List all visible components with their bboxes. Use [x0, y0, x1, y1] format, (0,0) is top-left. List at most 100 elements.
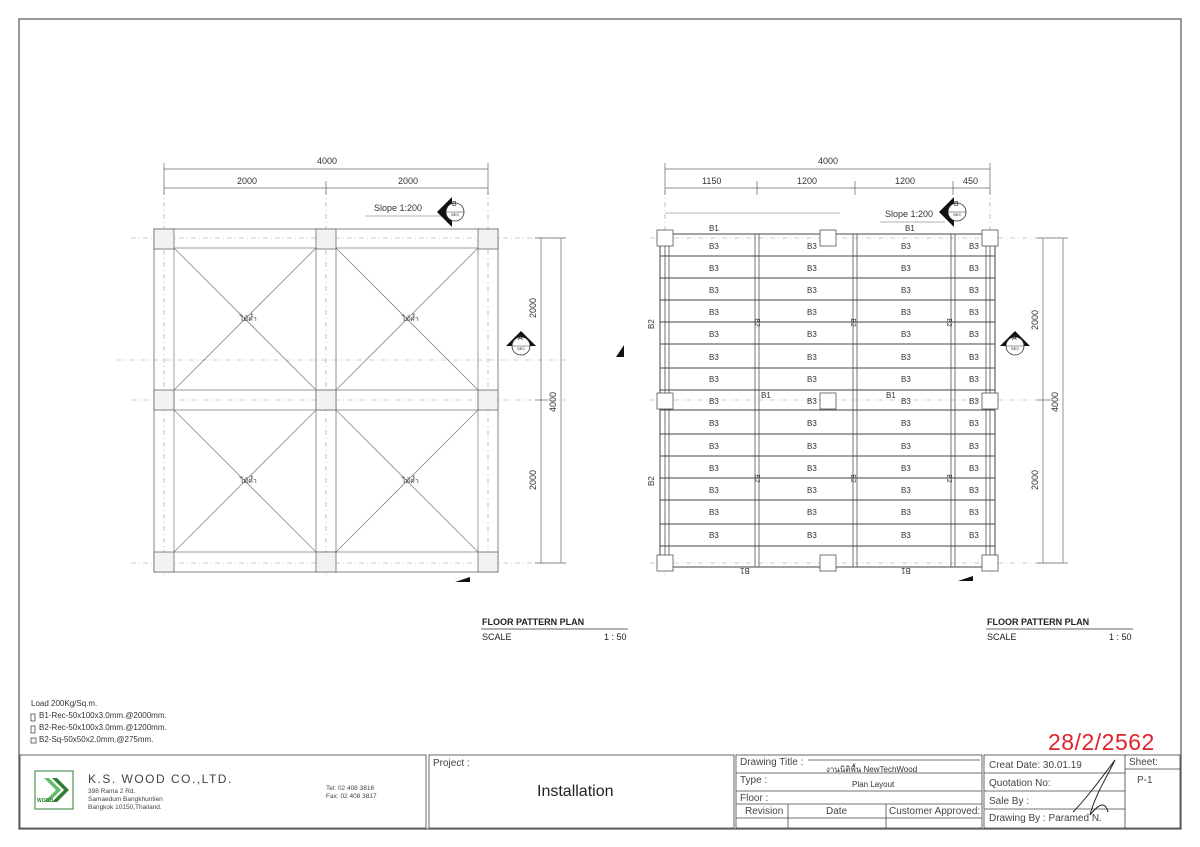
- left-slope-label: Slope 1:200: [374, 203, 423, 213]
- beam-label-b3: B3: [969, 242, 979, 251]
- left-marker-label: ไม้ค้ำ: [402, 316, 419, 323]
- note-item-1: B1-Rec-50x100x3.0mm.@2000mm.: [39, 711, 167, 720]
- left-dim-sub-2: 2000: [398, 176, 419, 186]
- right-section-a-letter: A: [1012, 335, 1017, 342]
- load-note: Load 200Kg/Sq.m.: [31, 699, 98, 708]
- left-plan: [117, 163, 566, 582]
- logo-word: WOOD: [37, 798, 54, 804]
- project-value: Installation: [537, 783, 614, 800]
- beam-label-b1: B1: [901, 566, 911, 575]
- beam-label-b3: B3: [709, 242, 719, 251]
- floor-label: Floor :: [740, 793, 769, 804]
- beam-label-b3: B3: [969, 308, 979, 317]
- beam-label-b3: B3: [901, 486, 911, 495]
- left-section-a: [506, 331, 536, 356]
- beam-label-b3: B3: [709, 330, 719, 339]
- right-dim-sub-1: 1150: [702, 176, 722, 186]
- beam-label-b3: B3: [807, 419, 817, 428]
- right-section-a-sub: SEC: [1011, 346, 1020, 351]
- right-section-b: [939, 197, 967, 227]
- note-item-2: B2-Rec-50x100x3.0mm.@1200mm.: [39, 723, 167, 732]
- right-dim-sub-3: 1200: [895, 176, 916, 186]
- drawing-by: Drawing By : Paramed N.: [989, 813, 1102, 824]
- left-bracing: [173, 247, 479, 553]
- beam-label-b3: B3: [901, 531, 911, 540]
- beam-label-b3: B3: [969, 397, 979, 406]
- beam-label-b3: B3: [969, 353, 979, 362]
- beam-label-b3: B3: [901, 397, 911, 406]
- create-date: Creat Date: 30.01.19: [989, 760, 1082, 771]
- left-caption-scale-label: SCALE: [482, 632, 512, 642]
- beam-label-b3: B3: [901, 419, 911, 428]
- left-marker-label: ไม้ค้ำ: [402, 478, 419, 485]
- beam-label-b3: B3: [807, 397, 817, 406]
- beam-label-b2: B2: [752, 474, 760, 483]
- beam-label-b3: B3: [709, 531, 719, 540]
- left-section-a-letter: A: [518, 335, 523, 342]
- beam-label-b2: B2: [848, 318, 856, 327]
- right-plan: [616, 163, 1068, 581]
- right-joists: [660, 255, 995, 547]
- left-caption-scale-value: 1 : 50: [604, 632, 627, 642]
- beam-label-b2: B2: [647, 319, 656, 329]
- beam-label-b3: B3: [709, 375, 719, 384]
- beam-label-b3: B3: [901, 464, 911, 473]
- note-item-3: B2-Sq-50x50x2.0mm.@275mm.: [39, 735, 154, 744]
- beam-label-b3: B3: [901, 308, 911, 317]
- beam-label-b3: B3: [969, 264, 979, 273]
- left-section-b: [437, 197, 465, 227]
- title-block: [19, 754, 1181, 829]
- company-address-3: Bangkok 10150,Thailand.: [88, 804, 162, 811]
- beam-label-b2: B2: [848, 474, 856, 483]
- beam-label-b2: B2: [647, 476, 656, 486]
- right-slope-label: Slope 1:200: [885, 209, 934, 219]
- beam-label-b3: B3: [901, 264, 911, 273]
- beam-label-b3: B3: [969, 486, 979, 495]
- beam-label-b3: B3: [807, 353, 817, 362]
- beam-label-b2: B2: [944, 318, 952, 327]
- beam-label-b3: B3: [969, 419, 979, 428]
- beam-label-b3: B3: [969, 286, 979, 295]
- sheet-border: [18, 18, 1182, 830]
- beam-label-b3: B3: [901, 353, 911, 362]
- right-caption-scale-value: 1 : 50: [1109, 632, 1132, 642]
- project-label: Project :: [433, 758, 470, 769]
- drawing-title-value: งานนิติพื้น NewTechWood: [826, 765, 918, 774]
- beam-label-b3: B3: [901, 375, 911, 384]
- beam-label-b3: B3: [709, 508, 719, 517]
- beam-label-b3: B3: [709, 442, 719, 451]
- left-section-b-sub: SEC: [451, 212, 460, 217]
- beam-label-b3: B3: [709, 308, 719, 317]
- right-section-b-letter: B: [954, 201, 959, 208]
- right-dimensions: [664, 163, 1068, 564]
- company-address-2: Samaedum Bangkhuntien: [88, 796, 163, 803]
- beam-label-b3: B3: [709, 419, 719, 428]
- right-dim-right-sub-2: 2000: [1030, 469, 1040, 490]
- beam-label-b3: B3: [807, 531, 817, 540]
- company-phone: Tel: 02 408 3816: [326, 785, 375, 792]
- date-stamp: 28/2/2562: [1048, 729, 1155, 755]
- beam-label-b3: B3: [807, 375, 817, 384]
- sale-by: Sale By :: [989, 796, 1030, 807]
- beam-label-b3: B3: [901, 286, 911, 295]
- signature: [1072, 759, 1116, 816]
- right-caption-scale-label: SCALE: [987, 632, 1017, 642]
- company-address-1: 398 Rama 2 Rd.: [88, 788, 136, 795]
- right-dim-right-sub-1: 2000: [1030, 309, 1040, 330]
- beam-label-b3: B3: [709, 286, 719, 295]
- sheet-label: Sheet:: [1129, 757, 1158, 768]
- right-dim-sub-2: 1200: [797, 176, 818, 186]
- beam-label-b1: B1: [709, 224, 719, 233]
- beam-label-b3: B3: [709, 486, 719, 495]
- drawing-title-label: Drawing Title :: [740, 757, 804, 768]
- beam-label-b1: B1: [740, 566, 750, 575]
- left-marker-label: ไม้ค้ำ: [240, 478, 257, 485]
- right-posts: [656, 229, 999, 572]
- left-dim-right-sub-1: 2000: [528, 297, 538, 318]
- left-caption-title: FLOOR PATTERN PLAN: [482, 617, 585, 627]
- beam-label-b3: B3: [709, 353, 719, 362]
- right-dim-sub-4: 450: [963, 176, 979, 186]
- beam-label-b3: B3: [807, 242, 817, 251]
- customer-approved-label: Customer Approved:: [889, 806, 981, 817]
